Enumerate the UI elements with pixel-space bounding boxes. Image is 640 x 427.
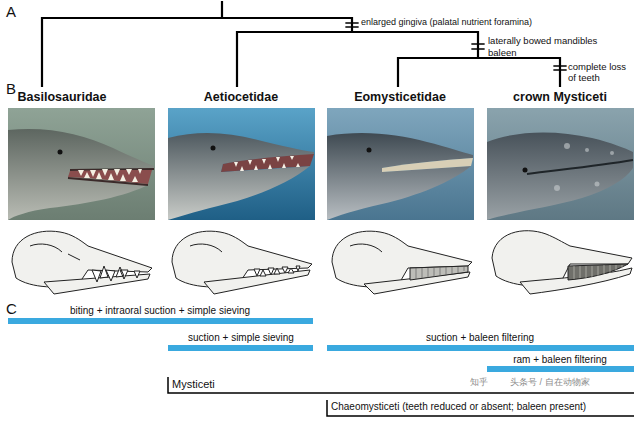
skull-drawing [332,231,472,294]
feeding-mode-label: biting + intraoral suction + simple siev… [70,305,250,317]
feeding-mode-bar [8,318,634,372]
taxon-name: crown Mysticeti [513,90,607,104]
watermark: 知乎 [470,377,488,387]
cladogram [42,2,566,86]
whale-painting [487,108,634,220]
panel-label: B [6,80,16,97]
clade-name: Chaeomysticeti (teeth reduced or absent;… [331,401,586,413]
feeding-mode-label: suction + simple sieving [188,332,294,344]
clade-bracket [168,377,634,416]
feeding-mode-label: ram + baleen filtering [513,354,607,366]
skull-drawing [172,231,312,294]
skull-drawing [12,231,152,294]
taxon-name: Basilosauridae [18,90,107,104]
whale-painting [168,108,315,220]
watermark: 头条号 / 自在动物家 [510,377,590,387]
character-label: baleen [488,48,517,59]
skull-drawing [492,231,632,294]
feeding-mode-label: suction + baleen filtering [426,332,534,344]
whale-painting [8,108,155,220]
whale-painting [327,108,474,220]
taxon-name: Aetiocetidae [204,90,278,104]
clade-name: Mysticeti [172,378,215,391]
panel-label: C [6,300,17,317]
taxon-name: Eomysticetidae [354,90,446,104]
character-label: laterally bowed mandibles [488,36,597,47]
character-label: complete loss of teeth [568,62,636,84]
character-label: enlarged gingiva (palatal nutrient foram… [361,17,532,27]
panel-label: A [6,3,16,20]
